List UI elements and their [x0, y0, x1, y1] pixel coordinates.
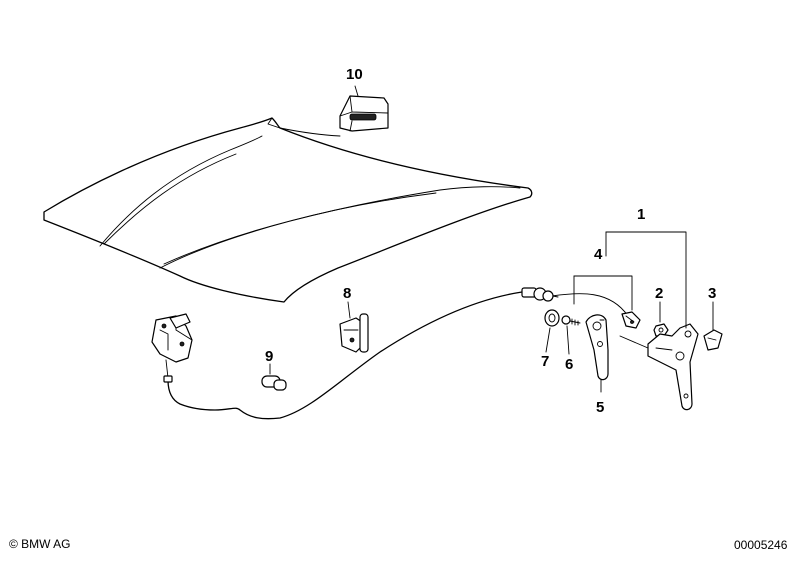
callout-1: 1 [637, 206, 646, 223]
part-6-screw [561, 315, 581, 326]
callout-7: 7 [541, 353, 550, 370]
part-10-buffer [339, 95, 389, 132]
callout-3: 3 [708, 285, 717, 302]
callout-6: 6 [565, 356, 574, 373]
release-cable [167, 291, 629, 420]
cable-fitting [521, 287, 559, 302]
callout-4: 4 [594, 246, 603, 263]
part-1-release-bracket [619, 323, 699, 411]
part-7-grommet [544, 309, 560, 327]
bonnet-lock [151, 313, 193, 383]
part-8-bracket [339, 313, 369, 353]
part-9-sleeve [261, 375, 287, 391]
part-5-lever [585, 314, 609, 381]
callout-2: 2 [655, 285, 664, 302]
bonnet-hood [43, 117, 533, 303]
callout-8: 8 [343, 285, 352, 302]
part-3-clip [703, 329, 723, 351]
leader-lines [269, 85, 714, 393]
part-4-cable-clip [621, 311, 641, 329]
callout-5: 5 [596, 399, 605, 416]
callout-9: 9 [265, 348, 274, 365]
copyright-label: © BMW AG [9, 537, 71, 551]
callout-10: 10 [346, 66, 363, 83]
diagram-id-label: 00005246 [734, 538, 788, 552]
